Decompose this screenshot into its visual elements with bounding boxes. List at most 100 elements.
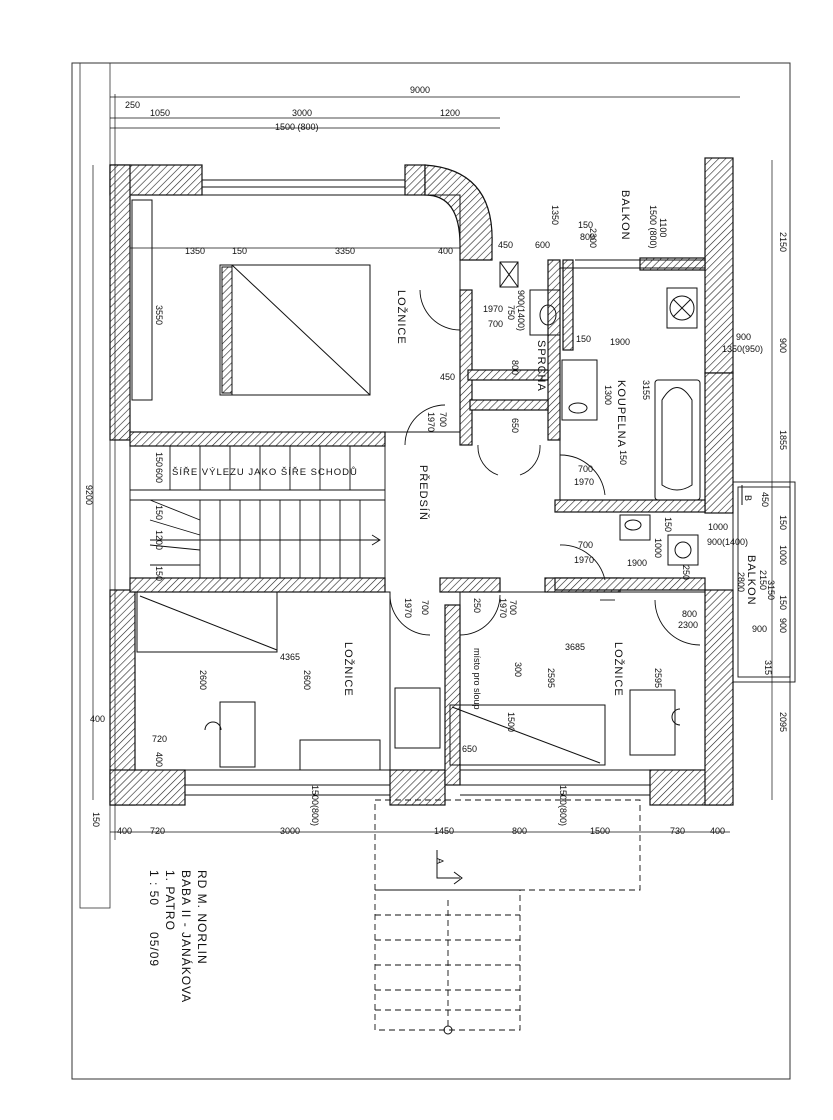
dim-wc-250: 250 xyxy=(681,565,691,580)
title-line-3: 1. PATRO xyxy=(163,870,177,931)
dim-stair-150: 150 xyxy=(154,452,164,467)
bathroom-labels: KOUPELNA 3155 1900 150 1300 150 700 1970… xyxy=(574,334,691,580)
overall-dimension-labels: 9000 250 1050 3000 1200 1500 (800) 9200 xyxy=(84,85,460,505)
bottom-dimension-labels: 400 720 3000 1450 800 1500 730 400 150 A xyxy=(91,812,725,864)
dim-br-800: 800 xyxy=(682,609,697,619)
title-line-1: RD M. NORLIN xyxy=(195,870,209,965)
dim-bot-730: 730 xyxy=(670,826,685,836)
dim-bl-700: 700 xyxy=(420,600,430,615)
bottom-left-bedroom-labels: LOŽNICE 4365 2600 2600 720 400 400 700 1… xyxy=(90,598,430,826)
dim-br-3685: 3685 xyxy=(565,642,585,652)
dim-right-3150: 3150 xyxy=(766,580,776,600)
section-arrow-a xyxy=(436,850,463,1035)
dim-right-150b: 150 xyxy=(778,595,788,610)
dim-right-315: 315 xyxy=(763,660,773,675)
dim-door-700: 700 xyxy=(488,319,503,329)
dimension-lines xyxy=(92,94,773,840)
bottom-right-bedroom-labels: LOŽNICE 3685 2595 2595 700 1970 250 300 … xyxy=(462,598,698,826)
dim-right-1855: 1855 xyxy=(778,430,788,450)
room-label-bedroom-top: LOŽNICE xyxy=(395,290,408,345)
doors xyxy=(389,289,701,646)
dim-bed-150: 150 xyxy=(232,246,247,256)
dim-bot-3000: 3000 xyxy=(280,826,300,836)
dim-br-300: 300 xyxy=(513,662,523,677)
room-label-balcony-top: BALKON xyxy=(619,190,631,241)
double-bed-top xyxy=(131,199,371,401)
dim-stair-150b: 150 xyxy=(154,505,164,520)
dim-wc-700b: 700 xyxy=(578,540,593,550)
dim-br-2595: 2595 xyxy=(546,668,556,688)
dim-right-900-1400: 900(1400) xyxy=(707,537,748,547)
dim-bath-150: 150 xyxy=(576,334,591,344)
dim-wc-1970b: 1970 xyxy=(574,555,594,565)
room-label-bedroom-bottom-left: LOŽNICE xyxy=(342,642,355,697)
section-a-label: A xyxy=(435,858,445,864)
balcony-top-labels: BALKON 1100 1500 (800) xyxy=(619,190,668,249)
dim-wc-1970: 1970 xyxy=(574,477,594,487)
dim-top-1050: 1050 xyxy=(150,108,170,118)
right-side-labels: 2150 900 1350(950) 900 1855 1000 900(140… xyxy=(707,232,788,732)
dim-right-1000b: 1000 xyxy=(778,545,788,565)
dim-top-1200: 1200 xyxy=(440,108,460,118)
dim-bot-400: 400 xyxy=(117,826,132,836)
dim-right-150: 150 xyxy=(778,515,788,530)
staircase xyxy=(129,445,386,579)
title-line-2: BABA II - JANÁKOVA xyxy=(179,870,194,1003)
dim-right-2095: 2095 xyxy=(778,712,788,732)
entrance-stairs xyxy=(374,799,641,1031)
balcony-outlines xyxy=(575,259,796,683)
dim-bl-400b: 400 xyxy=(90,714,105,724)
dim-top-250: 250 xyxy=(125,100,140,110)
dim-shower-450: 450 xyxy=(498,240,513,250)
dim-right-900b: 900 xyxy=(778,338,788,353)
dim-bed-1350: 1350 xyxy=(185,246,205,256)
bathroom-fixtures xyxy=(499,261,701,566)
dim-right-900d: 900 xyxy=(778,618,788,633)
dim-bath-1900: 1900 xyxy=(610,337,630,347)
dim-bot-720: 720 xyxy=(150,826,165,836)
dim-balcony-1500-800: 1500 (800) xyxy=(648,205,658,249)
dim-bed-3550: 3550 xyxy=(154,305,164,325)
bed-bottom-right xyxy=(449,689,681,766)
dim-stair-150c: 150 xyxy=(154,566,164,581)
dim-bot-800: 800 xyxy=(512,826,527,836)
dim-top-1500-800: 1500 (800) xyxy=(275,122,319,132)
dim-overall-width: 9000 xyxy=(410,85,430,95)
left-margin-strip xyxy=(79,62,111,909)
dim-stair-600: 600 xyxy=(154,468,164,483)
room-label-hall: PŘEDSÍŇ xyxy=(417,465,430,521)
dim-shower-1350: 1350 xyxy=(550,205,560,225)
dim-window-750: 750 xyxy=(506,305,516,320)
dim-br-1500-800: 1500(800) xyxy=(558,785,568,826)
dim-wc-1000: 1000 xyxy=(653,538,663,558)
dim-bl-2600b: 2600 xyxy=(302,670,312,690)
dim-bl-2600: 2600 xyxy=(198,670,208,690)
dim-br-1970: 1970 xyxy=(498,598,508,618)
dim-balcony-1100: 1100 xyxy=(658,218,668,237)
title-line-4: 1 : 50 05/09 xyxy=(147,870,161,967)
shower-area-labels: 450 600 150 800 2300 1350 1970 700 900(1… xyxy=(483,205,598,433)
room-label-shower: SPRCHA xyxy=(535,340,547,392)
dim-overall-height: 9200 xyxy=(84,485,94,505)
dim-stair-1200: 1200 xyxy=(154,530,164,550)
dim-bath-3155: 3155 xyxy=(641,380,651,400)
dim-top-3000: 3000 xyxy=(292,108,312,118)
hall-stair-labels: PŘEDSÍŇ 450 700 1970 ŠÍŘE VÝLEZU JAKO ŠÍ… xyxy=(154,372,455,581)
dim-bath-1300: 1300 xyxy=(603,385,613,405)
dim-window-900-1400: 900(1400) xyxy=(516,290,526,331)
title-block: RD M. NORLIN BABA II - JANÁKOVA 1. PATRO… xyxy=(147,870,209,1003)
dim-wc-700: 700 xyxy=(578,464,593,474)
dim-bl-400: 400 xyxy=(154,752,164,767)
dim-right-2150b: 2150 xyxy=(758,570,768,590)
dim-right-900c: 900 xyxy=(752,624,767,634)
dim-left-150: 150 xyxy=(91,812,101,827)
dim-br-250: 250 xyxy=(472,598,482,613)
dim-bl-1500-800: 1500(800) xyxy=(310,785,320,826)
dim-door-800: 800 xyxy=(510,360,520,375)
dim-br-1500: 1500 xyxy=(506,712,516,732)
dim-wc-1900: 1900 xyxy=(627,558,647,568)
dim-right-450: 450 xyxy=(760,492,770,507)
dim-right-900: 900 xyxy=(736,332,751,342)
dim-bl-1970: 1970 xyxy=(403,598,413,618)
